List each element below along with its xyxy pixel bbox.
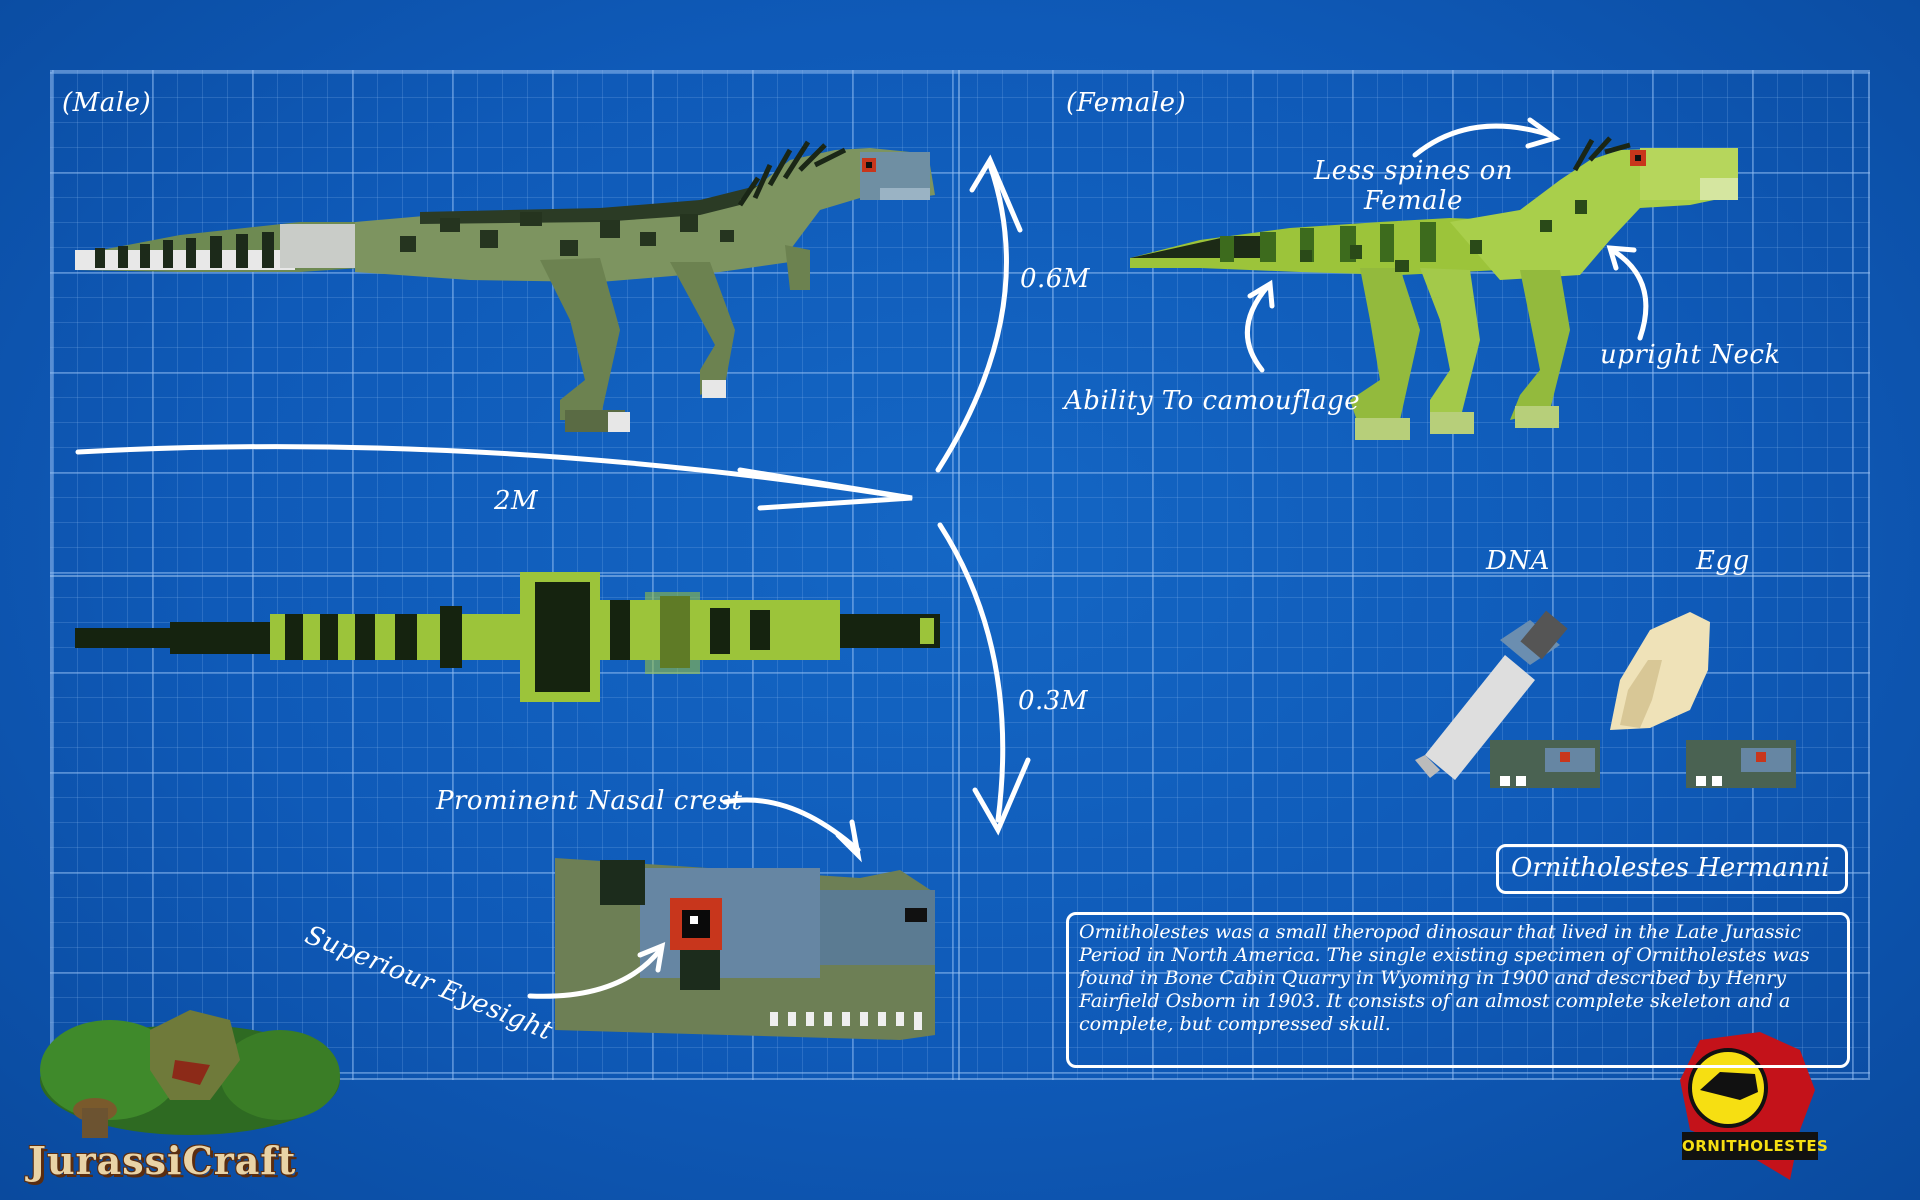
species-description-box: Ornitholestes was a small theropod dinos… (1066, 912, 1850, 1068)
ornitholestes-badge-text: ORNITHOLESTES (1682, 1132, 1828, 1160)
camouflage-label: Ability To camouflage (1064, 386, 1361, 416)
male-top-view-image (75, 572, 940, 702)
species-name-box: Ornitholestes Hermanni (1496, 844, 1848, 894)
length-measure-label: 2M (494, 486, 539, 516)
height-measure-label: 0.6M (1020, 264, 1090, 294)
dna-head-icon (1490, 740, 1600, 788)
egg-label: Egg (1696, 546, 1750, 576)
measurement-arrows (75, 117, 1649, 999)
egg-head-icon (1686, 740, 1796, 788)
grid-divider-horizontal (50, 575, 1870, 577)
less-spines-label-2: Female (1364, 186, 1463, 216)
female-side-view-image (1130, 136, 1738, 440)
male-label: (Male) (62, 88, 152, 118)
male-head-closeup-image (555, 858, 935, 1040)
jurassicraft-logo-image (40, 1010, 340, 1138)
jurassicraft-logo-text: JurassiCraft (28, 1138, 297, 1183)
less-spines-label: Less spines on (1314, 156, 1514, 186)
nasal-crest-label: Prominent Nasal crest (436, 786, 743, 816)
dna-label: DNA (1486, 546, 1550, 576)
female-label: (Female) (1066, 88, 1187, 118)
dna-syringe-image (1415, 610, 1568, 780)
upright-neck-label: upright Neck (1600, 340, 1781, 370)
width-measure-label: 0.3M (1018, 686, 1088, 716)
egg-image (1610, 612, 1710, 730)
male-side-view-image (75, 140, 935, 432)
